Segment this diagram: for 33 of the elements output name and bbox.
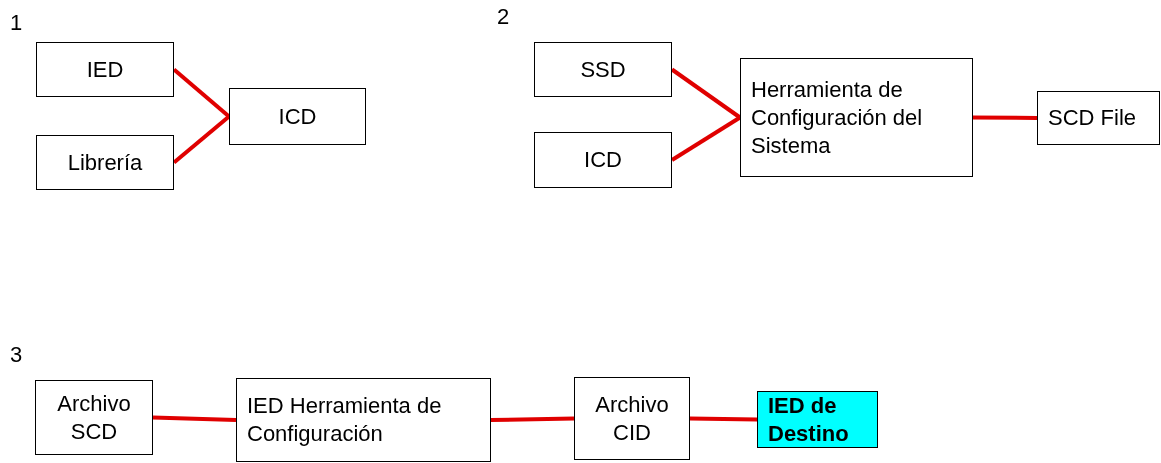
process-box — [757, 391, 878, 448]
box-label: SCD File — [1048, 104, 1136, 132]
box-label: ICD — [278, 102, 317, 131]
box-label: SSD — [580, 55, 626, 84]
connector-line — [670, 115, 742, 162]
connector-line — [973, 115, 1037, 120]
process-box — [534, 42, 672, 97]
box-label: Archivo CID — [594, 390, 670, 447]
box-label: IED de Destino — [768, 391, 850, 448]
box-label: IED — [86, 55, 124, 84]
process-box — [1037, 91, 1160, 145]
box-label: Herramienta de Configuración del Sistema — [751, 75, 924, 160]
process-box — [35, 380, 153, 455]
box-label: Archivo SCD — [56, 389, 132, 446]
process-box — [36, 135, 174, 190]
connector-line — [172, 114, 231, 165]
process-box — [229, 88, 366, 145]
process-box — [574, 377, 690, 460]
process-box — [534, 132, 672, 188]
connector-line — [172, 67, 231, 119]
process-box — [236, 378, 491, 462]
box-label: IED Herramienta de Configuración — [247, 392, 443, 448]
process-box — [740, 58, 973, 177]
connector-line — [670, 67, 742, 120]
box-label: ICD — [584, 146, 622, 174]
box-label: Librería — [67, 148, 143, 177]
connector-line — [152, 415, 237, 422]
step-number: 3 — [10, 342, 23, 368]
step-number: 2 — [497, 4, 510, 30]
process-box — [36, 42, 174, 97]
step-number: 1 — [10, 10, 23, 36]
connector-line — [490, 416, 575, 422]
connector-line — [689, 416, 758, 422]
